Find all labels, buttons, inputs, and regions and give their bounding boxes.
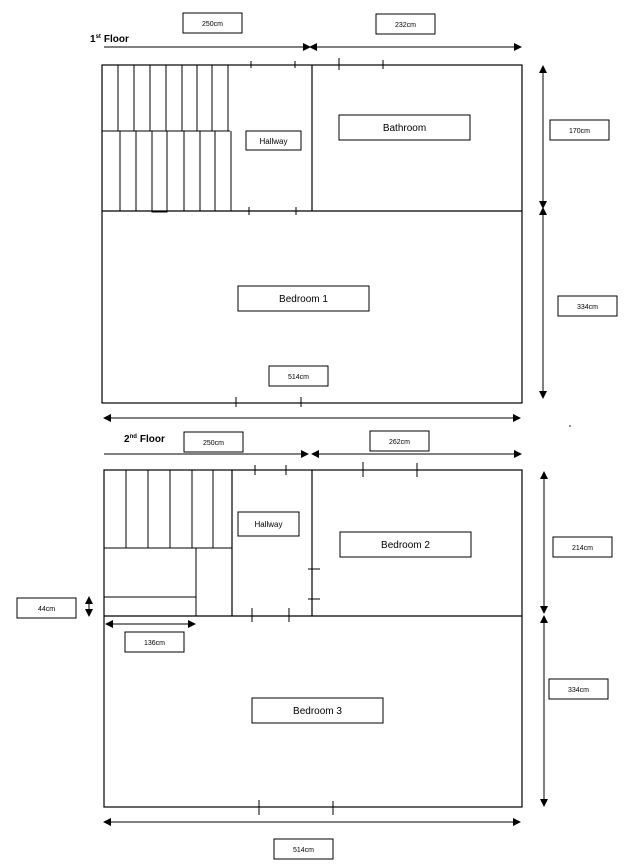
floor-1-stairs	[102, 65, 232, 213]
floor-2-openings	[251, 462, 418, 815]
svg-text:262cm: 262cm	[389, 439, 410, 446]
floor-2-width-dimension: 514cm	[273, 838, 334, 860]
floor-1-top-right-dimension: 232cm	[375, 13, 436, 35]
svg-text:Hallway: Hallway	[259, 137, 287, 146]
svg-text:Bedroom 3: Bedroom 3	[293, 706, 342, 717]
svg-text:232cm: 232cm	[395, 22, 416, 29]
floor-1-width-dimension: 514cm	[268, 365, 329, 387]
floor-2-top-right-dimension: 262cm	[369, 430, 430, 452]
floor-1-bedroom-label: Bedroom 1	[237, 285, 370, 312]
floor-2-top-left-dimension: 250cm	[183, 431, 244, 453]
floor-2-left-small-dimension: 44cm	[16, 597, 77, 619]
floor-2-right-lower-dimension: 334cm	[548, 678, 609, 700]
floor-1-top-left-dimension: 250cm	[182, 12, 243, 34]
svg-text:136cm: 136cm	[144, 640, 165, 647]
svg-text:Bedroom 1: Bedroom 1	[279, 294, 328, 305]
floor-1-bathroom-label: Bathroom	[338, 114, 471, 141]
floor-1-hallway-label: Hallway	[245, 130, 302, 151]
svg-text:Bathroom: Bathroom	[383, 123, 426, 134]
floor-1-openings	[235, 58, 384, 407]
floor-1-right-upper-dimension: 170cm	[549, 119, 610, 141]
floor-2-bedroom-3-label: Bedroom 3	[251, 697, 384, 724]
floor-1-right-lower-dimension: 334cm	[557, 295, 618, 317]
svg-text:250cm: 250cm	[203, 440, 224, 447]
svg-text:Bedroom 2: Bedroom 2	[381, 540, 430, 551]
svg-text:44cm: 44cm	[38, 606, 55, 613]
svg-text:334cm: 334cm	[568, 687, 589, 694]
floor-2-bedroom-2-label: Bedroom 2	[339, 531, 472, 558]
stray-dot	[569, 425, 571, 427]
svg-text:514cm: 514cm	[293, 847, 314, 854]
floor-2-outline	[103, 469, 523, 808]
floor-2-stairs	[104, 470, 232, 616]
svg-text:Hallway: Hallway	[254, 520, 282, 529]
svg-text:250cm: 250cm	[202, 21, 223, 28]
floor-2-stair-width-dimension: 136cm	[124, 631, 185, 653]
svg-text:514cm: 514cm	[288, 374, 309, 381]
svg-text:214cm: 214cm	[572, 545, 593, 552]
floor-2-hallway-label: Hallway	[237, 511, 300, 537]
svg-text:334cm: 334cm	[577, 304, 598, 311]
svg-text:170cm: 170cm	[569, 128, 590, 135]
floor-2-right-upper-dimension: 214cm	[552, 536, 613, 558]
